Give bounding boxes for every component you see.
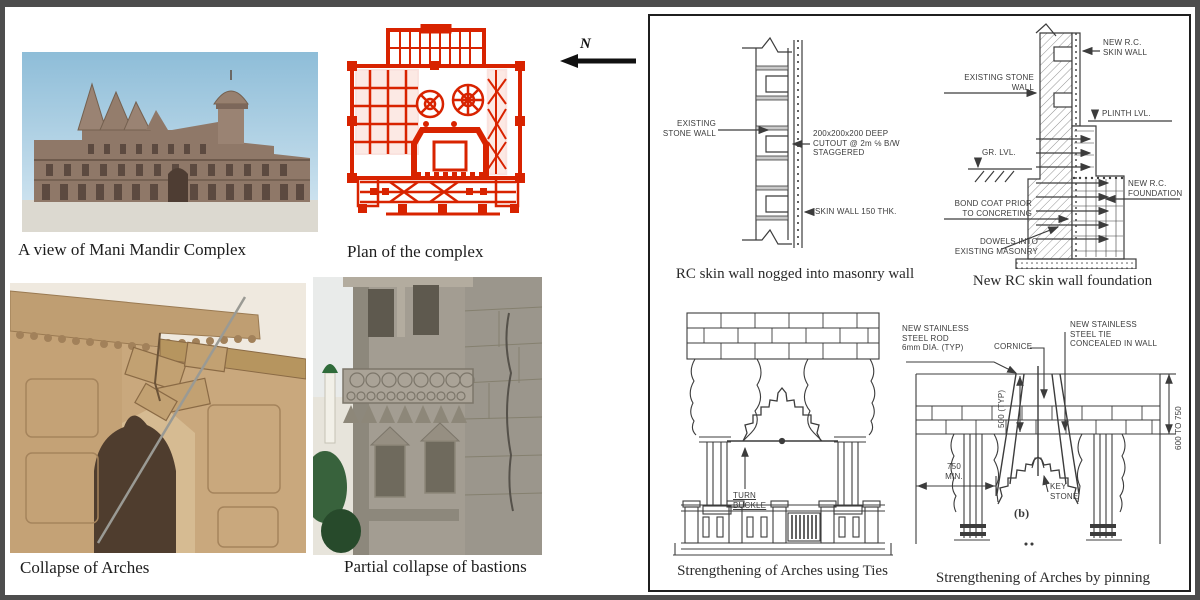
palace-illustration xyxy=(22,52,318,232)
label-cutout: 200x200x200 DEEP CUTOUT @ 2m ℅ B/W STAGG… xyxy=(813,129,900,158)
foundation-linework xyxy=(944,23,1180,269)
plan-illustration xyxy=(347,24,525,216)
caption-foundation: New RC skin wall foundation xyxy=(972,273,1153,289)
caption-pinning: Strengthening of Arches by pinning xyxy=(935,570,1151,586)
label-gr-lvl: GR. LVL. xyxy=(982,148,1016,157)
arch-collapse-illustration xyxy=(10,283,306,553)
caption-view: A view of Mani Mandir Complex xyxy=(18,240,247,259)
photo-partial-collapse-bastions xyxy=(313,277,542,555)
drawings-panel: EXISTING STONE WALL 200x200x200 DEEP CUT… xyxy=(648,14,1191,592)
caption-plan: Plan of the complex xyxy=(347,242,484,261)
label-skin-wall: SKIN WALL 150 THK. xyxy=(815,207,897,216)
ties-linework xyxy=(673,312,893,556)
label-bond-coat: BOND COAT PRIOR TO CONCRETING xyxy=(954,199,1032,218)
dim-750-min: 750 MIN. xyxy=(945,462,963,481)
label-key-stone: KEY STONE xyxy=(1050,482,1079,501)
drawing-nogged-skin-wall: EXISTING STONE WALL 200x200x200 DEEP CUT… xyxy=(660,26,930,294)
caption-nogged: RC skin wall nogged into masonry wall xyxy=(675,266,915,282)
label-plinth-lvl: PLINTH LVL. xyxy=(1102,109,1151,118)
dim-600-750: 600 TO 750 xyxy=(1174,406,1183,450)
label-sub-b: (b) xyxy=(1014,506,1030,520)
drawing-arches-pinning: NEW STAINLESS STEEL ROD 6mm DIA. (TYP) C… xyxy=(898,316,1188,591)
drawing-arches-ties: TURN BUCKLE Strengthening of Arches usin… xyxy=(665,301,900,586)
nogged-wall-linework xyxy=(718,36,815,248)
label-new-rc-foundation: NEW R.C. FOUNDATION xyxy=(1128,179,1183,198)
caption-arches: Collapse of Arches xyxy=(20,558,150,577)
drawing-skin-wall-foundation: NEW R.C. SKIN WALL EXISTING STONE WALL P… xyxy=(940,21,1185,296)
label-stainless-rod: NEW STAINLESS STEEL ROD 6mm DIA. (TYP) xyxy=(902,324,969,353)
bastion-illustration xyxy=(313,277,542,555)
caption-ties: Strengthening of Arches using Ties xyxy=(677,563,888,579)
plan-of-complex xyxy=(330,24,542,242)
label-existing-stone-wall: EXISTING STONE WALL xyxy=(662,119,716,138)
north-arrow: N xyxy=(560,36,640,76)
caption-bastions: Partial collapse of bastions xyxy=(344,557,527,576)
dim-500-typ: 500 (TYP) xyxy=(997,389,1006,428)
pinning-linework xyxy=(906,332,1176,546)
label-dowels: DOWELS INTO EXISTING MASONRY xyxy=(954,237,1038,256)
north-label: N xyxy=(580,36,591,52)
label-new-rc-skin-wall: NEW R.C. SKIN WALL xyxy=(1103,38,1148,57)
photo-collapse-arches xyxy=(10,283,306,553)
label-cornice: CORNICE xyxy=(994,342,1033,351)
label-stainless-tie: NEW STAINLESS STEEL TIE CONCEALED IN WAL… xyxy=(1070,320,1158,349)
north-arrow-icon xyxy=(560,54,636,68)
label-turn-buckle: TURN BUCKLE xyxy=(733,491,767,510)
photo-mani-mandir-view xyxy=(22,52,318,232)
label-existing-stone-wall-b: EXISTING STONE WALL xyxy=(964,73,1034,92)
